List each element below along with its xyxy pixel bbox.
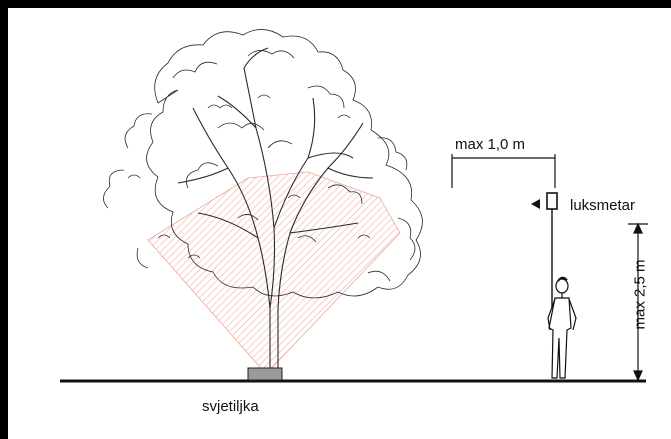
distance-dimension <box>451 154 556 188</box>
fixture-label: svjetiljka <box>202 398 259 415</box>
diagram-drawing <box>60 29 648 383</box>
tree-canopy <box>103 29 423 299</box>
tree-icon <box>103 29 423 370</box>
arrow-icon <box>531 199 540 209</box>
height-dimension <box>628 222 648 382</box>
person-icon <box>547 276 577 379</box>
distance-label: max 1,0 m <box>455 136 526 153</box>
luxmeter-label: luksmetar <box>570 197 636 214</box>
tree-trunk <box>177 47 374 370</box>
diagram-canvas: max 1,0 m luksmetar max 2,5 m svjetiljka <box>8 8 671 439</box>
luxmeter-icon <box>546 192 558 308</box>
height-label: max 2,5 m <box>631 259 649 330</box>
light-fixture <box>247 367 283 381</box>
